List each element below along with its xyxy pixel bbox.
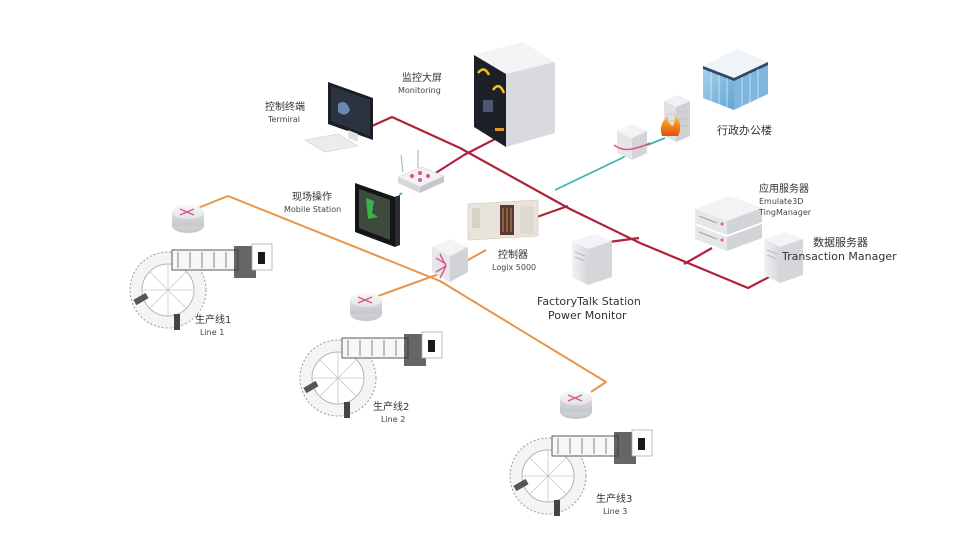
production-line-1[interactable] [129, 243, 273, 330]
production-line-icon [509, 429, 653, 516]
backbone-main [371, 115, 772, 290]
link-app-server [683, 247, 713, 265]
control-network-links [371, 115, 772, 290]
line1-label-cn: 生产线1 [195, 313, 231, 326]
line3-label-cn: 生产线3 [596, 492, 632, 505]
line3-label-en: Line 3 [603, 507, 627, 516]
line1-label-en: Line 1 [200, 328, 224, 337]
core-switch[interactable] [613, 124, 651, 160]
production-line-2[interactable] [299, 331, 443, 418]
terminal-label-cn: 控制终端 [265, 100, 305, 113]
data-server-label-en: Transaction Manager [781, 250, 897, 263]
monitoring-label-en: Monitoring [398, 86, 441, 95]
production-line-icon [129, 243, 273, 330]
production-line-icon [299, 331, 443, 418]
app-server-label-en1: Emulate3D [759, 197, 803, 206]
monitoring-display-wall[interactable] [474, 42, 555, 147]
monitoring-label-cn: 监控大屏 [402, 71, 442, 84]
control-terminal[interactable] [304, 82, 373, 153]
controller-plc[interactable] [467, 199, 539, 241]
production-line-3[interactable] [509, 429, 653, 516]
router-line3[interactable] [560, 391, 592, 419]
field-switch[interactable] [432, 239, 468, 282]
link-factorytalk [608, 236, 640, 244]
firewall[interactable] [660, 95, 690, 142]
office-link [554, 137, 666, 191]
data-server-label-cn: 数据服务器 [813, 235, 868, 249]
controller-label-cn: 控制器 [498, 248, 528, 261]
mobile-station-tablet[interactable] [355, 183, 400, 247]
factorytalk-label-line2: Power Monitor [548, 309, 627, 322]
office-label-cn: 行政办公楼 [717, 123, 772, 137]
controller-label-en: Logix 5000 [492, 263, 536, 272]
field-link-line1-to-line3 [187, 195, 607, 393]
factorytalk-server[interactable] [572, 234, 612, 285]
mobile-station-label-en: Mobile Station [284, 205, 341, 214]
wireless-access-point[interactable] [397, 150, 445, 193]
router-line1[interactable] [172, 205, 204, 233]
line2-label-cn: 生产线2 [373, 400, 409, 413]
office-building[interactable] [703, 49, 768, 110]
application-server[interactable] [695, 196, 762, 251]
router-line2[interactable] [350, 293, 382, 321]
mobile-station-label-cn: 现场操作 [292, 190, 332, 203]
data-server[interactable] [764, 232, 803, 283]
factorytalk-label-line1: FactoryTalk Station [537, 295, 641, 308]
link-controller [533, 204, 569, 220]
terminal-label-en: Termiral [267, 115, 300, 124]
app-server-label-en2: TingManager [758, 208, 812, 217]
app-server-label-cn: 应用服务器 [759, 182, 809, 195]
line2-label-en: Line 2 [381, 415, 405, 424]
